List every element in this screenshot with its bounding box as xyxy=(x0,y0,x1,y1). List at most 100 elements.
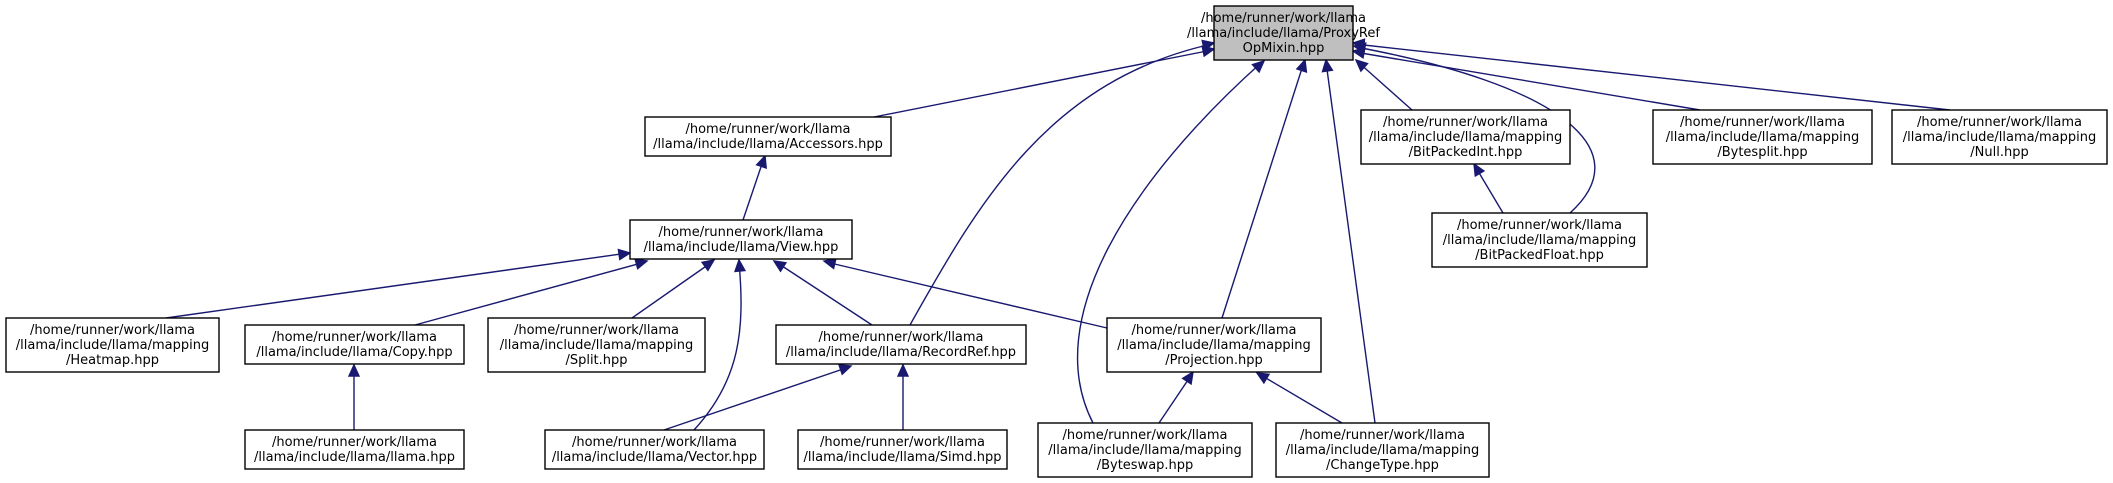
edge-line xyxy=(1258,373,1343,424)
node-label-line: /ChangeType.hpp xyxy=(1326,458,1439,473)
edge-recordref-to-proxyref xyxy=(909,39,1216,326)
edge-line xyxy=(1076,61,1263,424)
arrowhead xyxy=(1354,58,1369,73)
node-label-line: /home/runner/work/llama xyxy=(1383,115,1548,130)
node-label-line: /llama/include/llama/mapping xyxy=(16,338,210,353)
nodes-layer: /home/runner/work/llama/llama/include/ll… xyxy=(5,5,2108,478)
node-label-line: /home/runner/work/llama xyxy=(1917,115,2082,130)
edge-split-to-view xyxy=(631,259,716,319)
node-box xyxy=(5,317,220,373)
node-label-line: /BitPackedFloat.hpp xyxy=(1475,248,1604,263)
node-proxyref[interactable]: /home/runner/work/llama/llama/include/ll… xyxy=(1187,5,1380,61)
node-label-line: /Split.hpp xyxy=(565,353,627,368)
node-box xyxy=(1275,422,1490,478)
node-label-line: /home/runner/work/llama xyxy=(1680,115,1845,130)
arrowhead xyxy=(1251,59,1266,74)
arrowhead xyxy=(1473,162,1486,178)
edge-projection-to-view xyxy=(822,257,1108,329)
node-simd[interactable]: /home/runner/work/llama/llama/include/ll… xyxy=(797,429,1008,470)
node-box xyxy=(1891,109,2108,165)
arrowhead xyxy=(1201,39,1216,52)
node-copy[interactable]: /home/runner/work/llama/llama/include/ll… xyxy=(244,324,465,365)
node-box xyxy=(1431,212,1648,268)
node-byteswap[interactable]: /home/runner/work/llama/llama/include/ll… xyxy=(1037,422,1253,478)
node-label-line: /llama/include/llama/View.hpp xyxy=(644,240,839,255)
node-box xyxy=(1037,422,1253,478)
edge-line xyxy=(1221,61,1305,319)
arrowhead xyxy=(1351,46,1366,59)
node-label-line: /home/runner/work/llama xyxy=(272,435,437,450)
edge-line xyxy=(825,261,1108,329)
node-label-line: /llama/include/llama/mapping xyxy=(500,338,694,353)
node-label-line: /llama/include/llama/RecordRef.hpp xyxy=(786,345,1016,360)
node-box xyxy=(544,429,765,470)
edge-vector-to-recordref xyxy=(663,363,853,431)
arrowhead xyxy=(347,363,361,377)
arrowhead xyxy=(837,363,853,376)
node-llamahpp[interactable]: /home/runner/work/llama/llama/include/ll… xyxy=(244,429,465,470)
node-bytesplit[interactable]: /home/runner/work/llama/llama/include/ll… xyxy=(1652,109,1873,165)
edge-byteswap-to-proxyref xyxy=(1076,59,1266,424)
node-accessors[interactable]: /home/runner/work/llama/llama/include/ll… xyxy=(644,116,892,157)
arrowhead xyxy=(733,258,747,273)
edge-recordref-to-view xyxy=(772,260,873,326)
arrowhead xyxy=(772,260,788,273)
node-heatmap[interactable]: /home/runner/work/llama/llama/include/ll… xyxy=(5,317,220,373)
node-box xyxy=(1652,109,1873,165)
node-view[interactable]: /home/runner/work/llama/llama/include/ll… xyxy=(629,219,853,260)
edge-vector-to-view xyxy=(693,258,747,431)
node-null[interactable]: /home/runner/work/llama/llama/include/ll… xyxy=(1891,109,2108,165)
edge-bytesplit-to-proxyref xyxy=(1351,46,1701,111)
node-recordref[interactable]: /home/runner/work/llama/llama/include/ll… xyxy=(775,324,1027,365)
node-label-line: /home/runner/work/llama xyxy=(818,330,983,345)
node-changetype[interactable]: /home/runner/work/llama/llama/include/ll… xyxy=(1275,422,1490,478)
node-box xyxy=(244,429,465,470)
edge-line xyxy=(775,261,873,326)
edge-line xyxy=(693,261,742,431)
edge-line xyxy=(1354,51,1701,111)
edge-line xyxy=(742,157,765,221)
node-label-line: /Heatmap.hpp xyxy=(66,353,159,368)
edge-line xyxy=(873,49,1213,118)
arrowhead xyxy=(1351,38,1366,51)
arrowhead xyxy=(634,258,649,270)
node-vector[interactable]: /home/runner/work/llama/llama/include/ll… xyxy=(544,429,765,470)
node-box xyxy=(244,324,465,365)
edge-llamahpp-to-copy xyxy=(347,363,361,430)
node-label-line: /llama/include/llama/mapping xyxy=(1048,443,1242,458)
node-label-line: /llama/include/llama/mapping xyxy=(1443,233,1637,248)
node-projection[interactable]: /home/runner/work/llama/llama/include/ll… xyxy=(1106,317,1322,373)
node-split[interactable]: /home/runner/work/llama/llama/include/ll… xyxy=(487,317,706,373)
edge-bitpackedfloat-to-bitpackedint xyxy=(1473,162,1504,214)
arrowhead xyxy=(1255,372,1271,385)
node-box xyxy=(644,116,892,157)
edge-line xyxy=(1325,61,1376,424)
arrowhead xyxy=(617,248,632,261)
node-label-line: /llama/include/llama/mapping xyxy=(1903,130,2097,145)
edge-line xyxy=(1357,61,1413,111)
node-bitpackedint[interactable]: /home/runner/work/llama/llama/include/ll… xyxy=(1360,109,1571,165)
node-label-line: /home/runner/work/llama xyxy=(1300,428,1465,443)
node-bitpackedfloat[interactable]: /home/runner/work/llama/llama/include/ll… xyxy=(1431,212,1648,268)
arrowhead xyxy=(822,257,837,270)
node-label-line: /home/runner/work/llama xyxy=(1131,323,1296,338)
edge-accessors-to-proxyref xyxy=(873,45,1216,118)
edge-bitpackedint-to-proxyref xyxy=(1354,58,1413,111)
edges-layer xyxy=(165,38,1951,431)
edge-null-to-proxyref xyxy=(1351,38,1951,111)
node-label-line: /home/runner/work/llama xyxy=(30,323,195,338)
node-label-line: /home/runner/work/llama xyxy=(1457,218,1622,233)
edge-copy-to-view xyxy=(414,258,649,326)
arrowhead xyxy=(1321,58,1334,73)
node-box xyxy=(775,324,1027,365)
node-label-line: /Projection.hpp xyxy=(1165,353,1263,368)
arrowhead xyxy=(1181,370,1194,386)
node-label-line: /llama/include/llama/Simd.hpp xyxy=(804,450,1002,465)
node-box xyxy=(1360,109,1571,165)
node-label-line: /home/runner/work/llama xyxy=(820,435,985,450)
node-box xyxy=(487,317,706,373)
node-label-line: /home/runner/work/llama xyxy=(658,225,823,240)
node-box xyxy=(1213,5,1354,61)
edge-line xyxy=(663,366,850,431)
node-label-line: /home/runner/work/llama xyxy=(1062,428,1227,443)
